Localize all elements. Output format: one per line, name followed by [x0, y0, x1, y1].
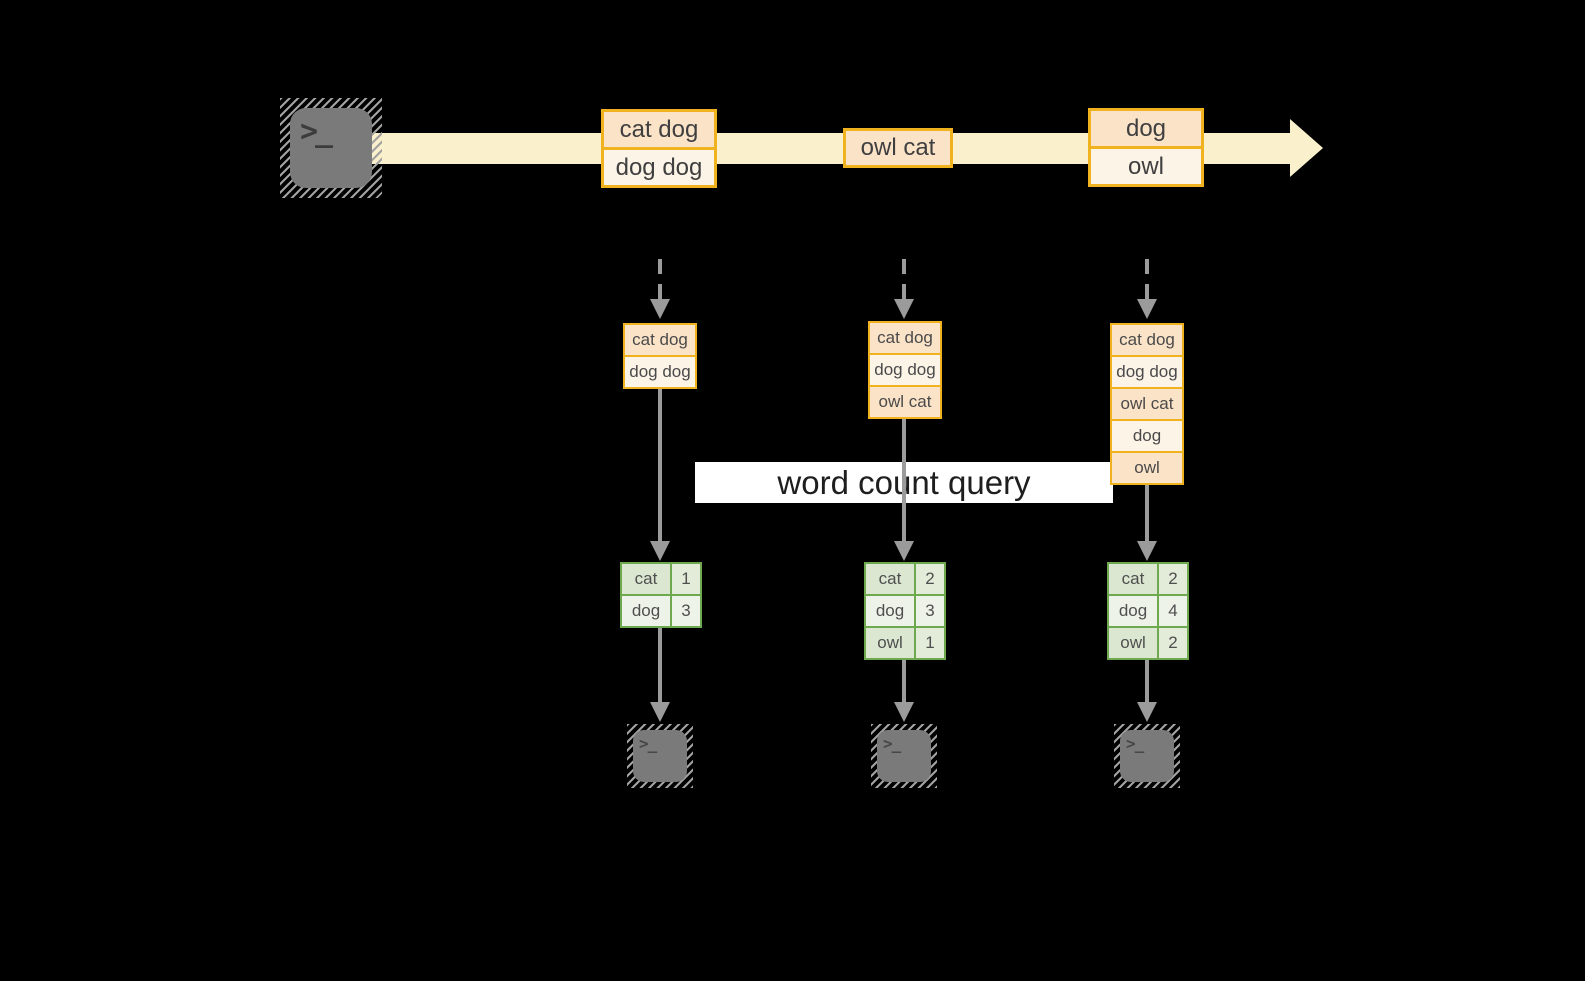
count-row: owl 1 — [866, 628, 944, 658]
count-table-2: cat 2 dog 3 owl 1 — [864, 562, 946, 660]
count-word: cat — [866, 564, 914, 594]
sink-arrow-2 — [894, 660, 914, 722]
sink-arrow-1 — [650, 628, 670, 722]
count-word: cat — [622, 564, 670, 594]
query-arrow-3 — [1137, 485, 1157, 561]
count-value: 2 — [1159, 564, 1187, 594]
count-row: dog 4 — [1109, 596, 1187, 626]
event-record: dog — [1091, 111, 1201, 146]
event-record: owl — [1091, 149, 1201, 184]
terminal-prompt-icon: >_ — [1126, 734, 1144, 753]
event-record: cat dog — [604, 112, 714, 147]
query-arrow-2 — [894, 419, 914, 561]
dashed-arrow-1 — [650, 259, 670, 319]
terminal-prompt-icon: >_ — [639, 734, 657, 753]
count-value: 2 — [916, 564, 944, 594]
count-row: cat 1 — [622, 564, 700, 594]
count-word: cat — [1109, 564, 1157, 594]
terminal-sink-icon-2: >_ — [871, 724, 937, 788]
buffer-record: dog dog — [625, 357, 695, 387]
count-word: owl — [1109, 628, 1157, 658]
terminal-source-icon: >_ — [280, 98, 382, 198]
terminal-screen: >_ — [290, 108, 372, 188]
terminal-screen: >_ — [633, 730, 687, 782]
count-table-1: cat 1 dog 3 — [620, 562, 702, 628]
dashed-arrow-2 — [894, 259, 914, 319]
terminal-sink-icon-3: >_ — [1114, 724, 1180, 788]
count-row: owl 2 — [1109, 628, 1187, 658]
count-table-3: cat 2 dog 4 owl 2 — [1107, 562, 1189, 660]
stream-event-1: cat dog dog dog — [601, 109, 717, 188]
count-value: 4 — [1159, 596, 1187, 626]
buffer-record: owl — [1112, 453, 1182, 483]
buffer-record: cat dog — [870, 323, 940, 353]
terminal-prompt-icon: >_ — [883, 734, 901, 753]
buffer-record: dog dog — [1112, 357, 1182, 387]
query-arrow-1 — [650, 389, 670, 561]
buffer-record: dog dog — [870, 355, 940, 385]
count-word: dog — [866, 596, 914, 626]
terminal-screen: >_ — [1120, 730, 1174, 782]
count-row: dog 3 — [866, 596, 944, 626]
count-value: 1 — [916, 628, 944, 658]
count-word: dog — [622, 596, 670, 626]
dashed-arrow-3 — [1137, 259, 1157, 319]
count-value: 3 — [672, 596, 700, 626]
count-row: cat 2 — [1109, 564, 1187, 594]
buffer-record: owl cat — [870, 387, 940, 417]
buffer-record: cat dog — [625, 325, 695, 355]
count-value: 2 — [1159, 628, 1187, 658]
terminal-prompt-icon: >_ — [300, 114, 333, 149]
terminal-sink-icon-1: >_ — [627, 724, 693, 788]
buffer-record: dog — [1112, 421, 1182, 451]
stream-event-3: dog owl — [1088, 108, 1204, 187]
count-word: owl — [866, 628, 914, 658]
count-row: cat 2 — [866, 564, 944, 594]
count-word: dog — [1109, 596, 1157, 626]
count-value: 1 — [672, 564, 700, 594]
count-row: dog 3 — [622, 596, 700, 626]
buffer-list-1: cat dog dog dog — [623, 323, 697, 389]
terminal-screen: >_ — [877, 730, 931, 782]
event-record: dog dog — [604, 150, 714, 185]
stream-arrowhead-icon — [1290, 119, 1323, 177]
buffer-record: owl cat — [1112, 389, 1182, 419]
count-value: 3 — [916, 596, 944, 626]
buffer-list-3: cat dog dog dog owl cat dog owl — [1110, 323, 1184, 485]
buffer-record: cat dog — [1112, 325, 1182, 355]
stream-event-2: owl cat — [843, 128, 953, 168]
event-record: owl cat — [846, 131, 950, 165]
buffer-list-2: cat dog dog dog owl cat — [868, 321, 942, 419]
sink-arrow-3 — [1137, 660, 1157, 722]
